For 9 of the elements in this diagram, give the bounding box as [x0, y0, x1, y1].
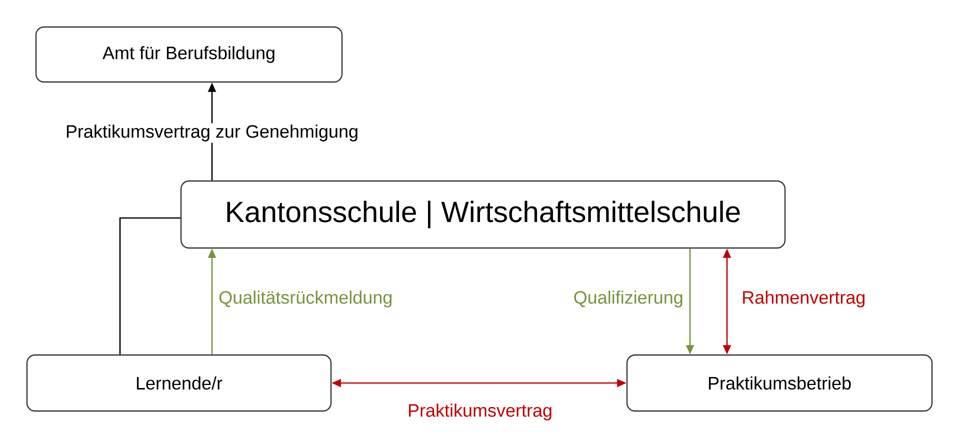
- process-box: Kantonsschule | Wirtschaftsmittelschule: [180, 180, 786, 249]
- edge-label: Rahmenvertrag: [740, 289, 867, 309]
- edge-label: Qualitätsrückmeldung: [217, 289, 394, 309]
- process-box: Amt für Berufsbildung: [35, 26, 343, 83]
- process-box: Praktikumsbetrieb: [626, 354, 933, 412]
- edge-label: Praktikumsvertrag zur Genehmigung: [64, 123, 360, 143]
- edge-label: Praktikumsvertrag: [406, 402, 554, 422]
- edge-label: Qualifizierung: [572, 289, 685, 309]
- process-box: Lernende/r: [26, 354, 332, 412]
